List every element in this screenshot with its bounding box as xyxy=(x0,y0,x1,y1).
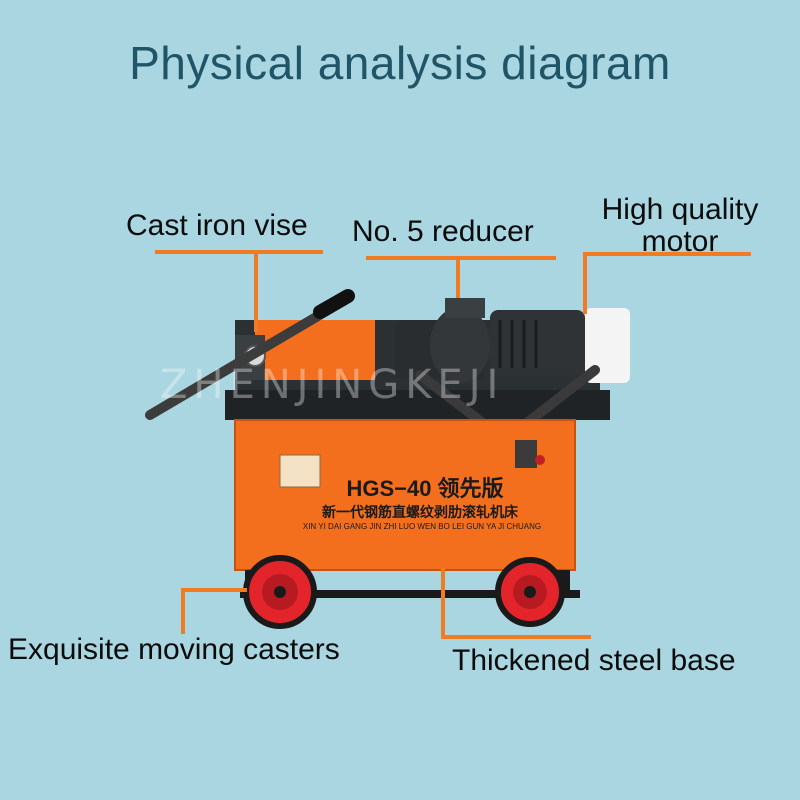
vise-handle xyxy=(145,295,350,420)
leader-motor-v xyxy=(583,254,587,314)
leader-reducer-h xyxy=(366,256,556,260)
reducer-top xyxy=(445,298,485,318)
motor-cover xyxy=(585,308,630,383)
brand-plate xyxy=(279,454,321,488)
leader-vise-h xyxy=(155,250,323,254)
vise-handle-grip xyxy=(313,289,355,319)
leader-vise-v xyxy=(254,252,258,332)
label-steel-base: Thickened steel base xyxy=(452,644,736,677)
machine-subtitle-cn: 新一代钢筋直螺纹剥肋滚轧机床 xyxy=(322,504,518,520)
machine-subtitle-pinyin: XIN YI DAI GANG JIN ZHI LUO WEN BO LEI G… xyxy=(302,522,542,531)
stop-button xyxy=(535,455,545,465)
leader-casters-h xyxy=(181,588,247,592)
label-casters: Exquisite moving casters xyxy=(8,633,340,666)
control-box xyxy=(515,440,537,468)
leader-casters-v xyxy=(181,588,185,634)
wheel-right xyxy=(495,557,565,627)
vise-block xyxy=(255,320,375,380)
wheel-left xyxy=(243,555,317,629)
machine-model: HGS−40 领先版 xyxy=(346,476,504,501)
leader-base-v xyxy=(441,568,445,638)
label-cast-iron-vise: Cast iron vise xyxy=(126,209,308,242)
leader-reducer-v xyxy=(456,258,460,298)
leader-motor-h xyxy=(583,252,751,256)
label-motor: High quality motor xyxy=(601,193,759,258)
leader-base-h xyxy=(441,635,591,639)
reducer-drum xyxy=(430,307,490,383)
watermark: ZHENJINGKEJI xyxy=(160,362,505,408)
page-title: Physical analysis diagram xyxy=(129,37,671,89)
base-bar xyxy=(240,590,580,598)
label-reducer: No. 5 reducer xyxy=(352,215,534,248)
